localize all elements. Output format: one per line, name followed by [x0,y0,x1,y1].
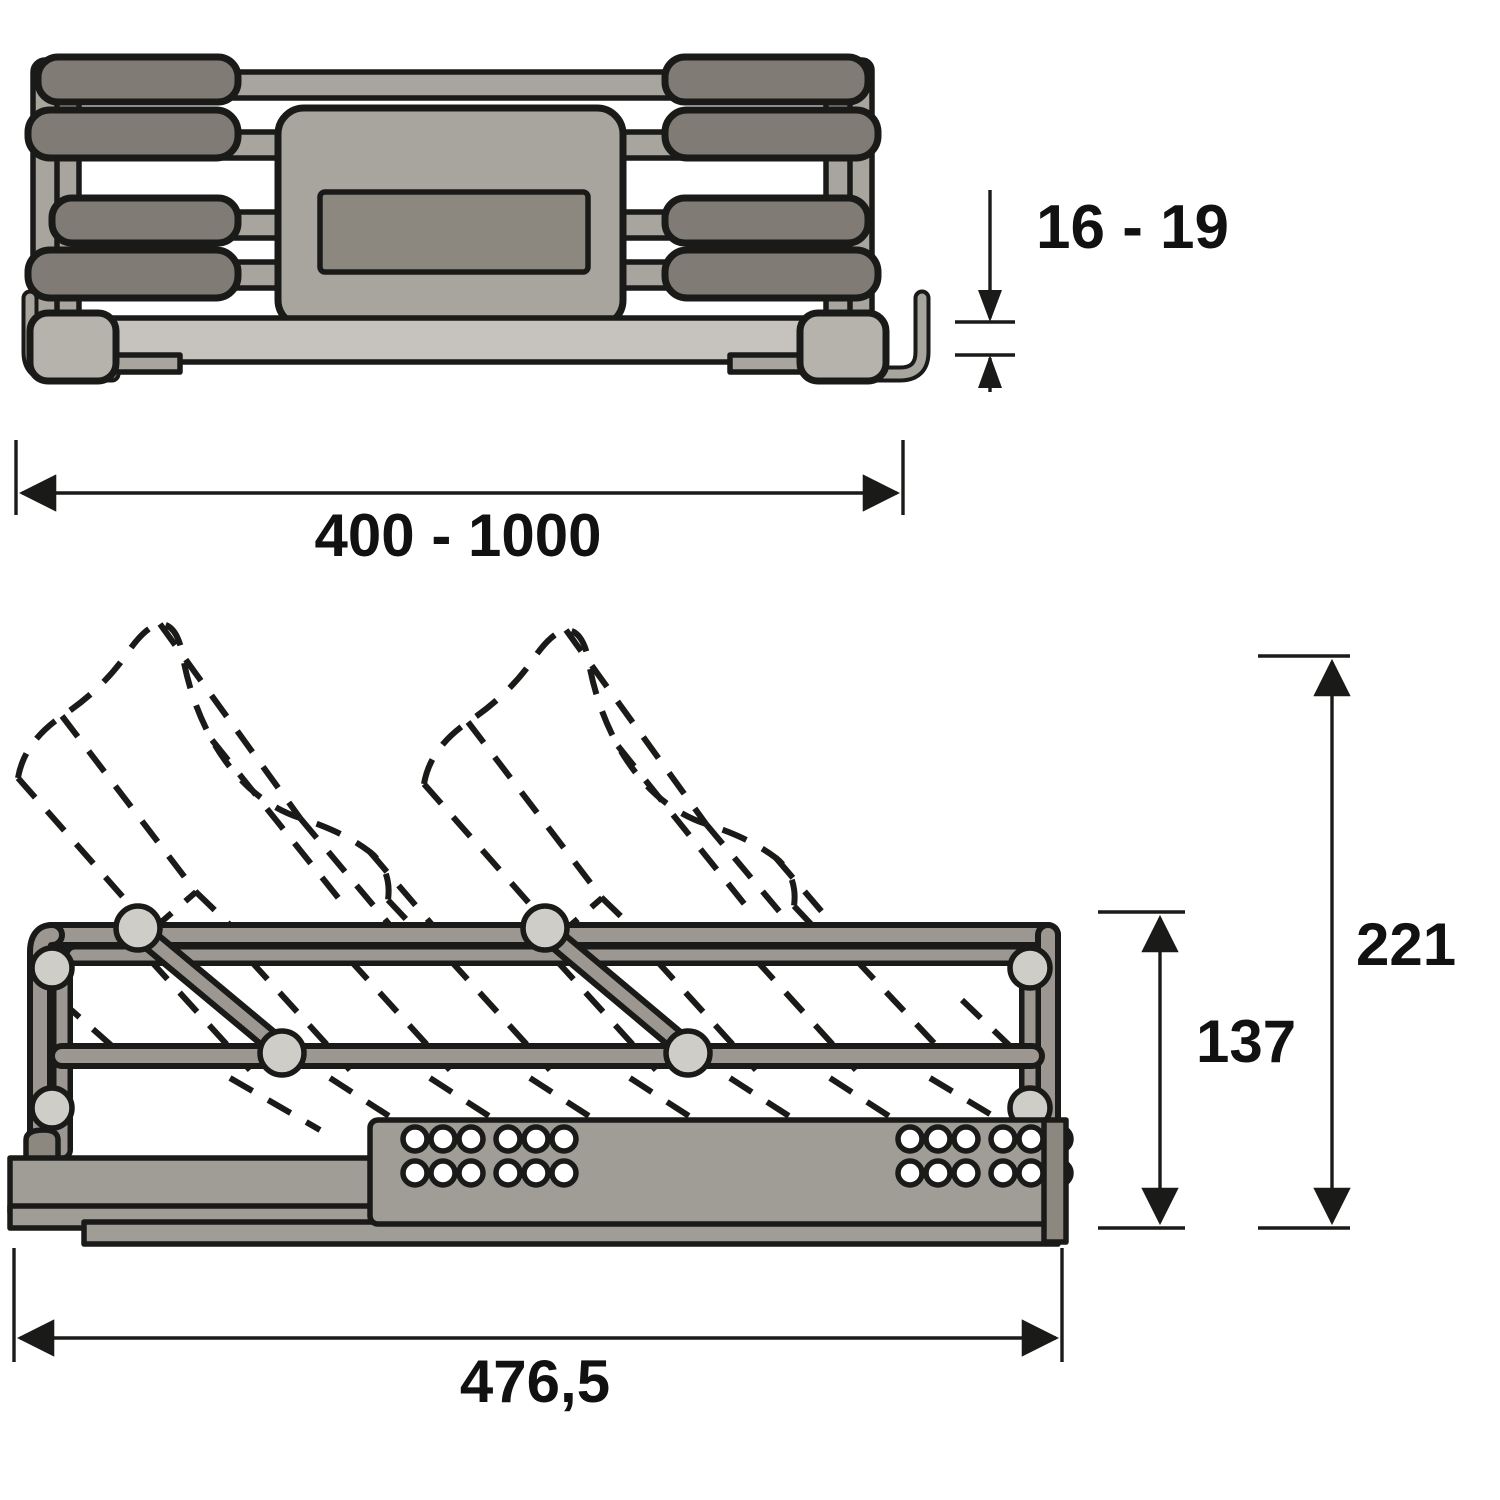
overall-width-dimension: 400 - 1000 [14,440,905,569]
inner-height-label: 137 [1196,1008,1296,1075]
overall-width-label: 400 - 1000 [315,502,602,569]
top-view [21,53,931,385]
drawer-slide [7,1117,1074,1247]
bar-row-4 [24,246,882,302]
bar-row-3 [48,194,872,247]
total-height-dimension: 221 [1258,654,1456,1230]
depth-label: 476,5 [460,1348,610,1415]
diagonal-struts [126,918,700,1062]
frame-foot-bracket [23,1127,61,1165]
center-mounting-plate [274,104,627,330]
perforation-cluster-left [400,1124,579,1188]
depth-dimension: 476,5 [12,1248,1064,1415]
panel-thickness-label: 16 - 19 [1036,193,1229,262]
shoe-outline-left [15,620,455,955]
bar-row-2 [24,106,882,162]
bar-row-1 [34,53,872,106]
total-height-label: 221 [1356,911,1456,978]
inner-height-dimension: 137 [1098,910,1296,1230]
hook-left [21,289,121,385]
perforation-cluster-right [895,1124,1074,1188]
joint-nodes [29,903,1053,1131]
bottom-support-rail [57,315,828,375]
panel-thickness-dimension: 16 - 19 [955,190,1229,392]
plate-slot [317,189,591,275]
side-view [7,620,1074,1247]
hook-right [796,289,931,385]
